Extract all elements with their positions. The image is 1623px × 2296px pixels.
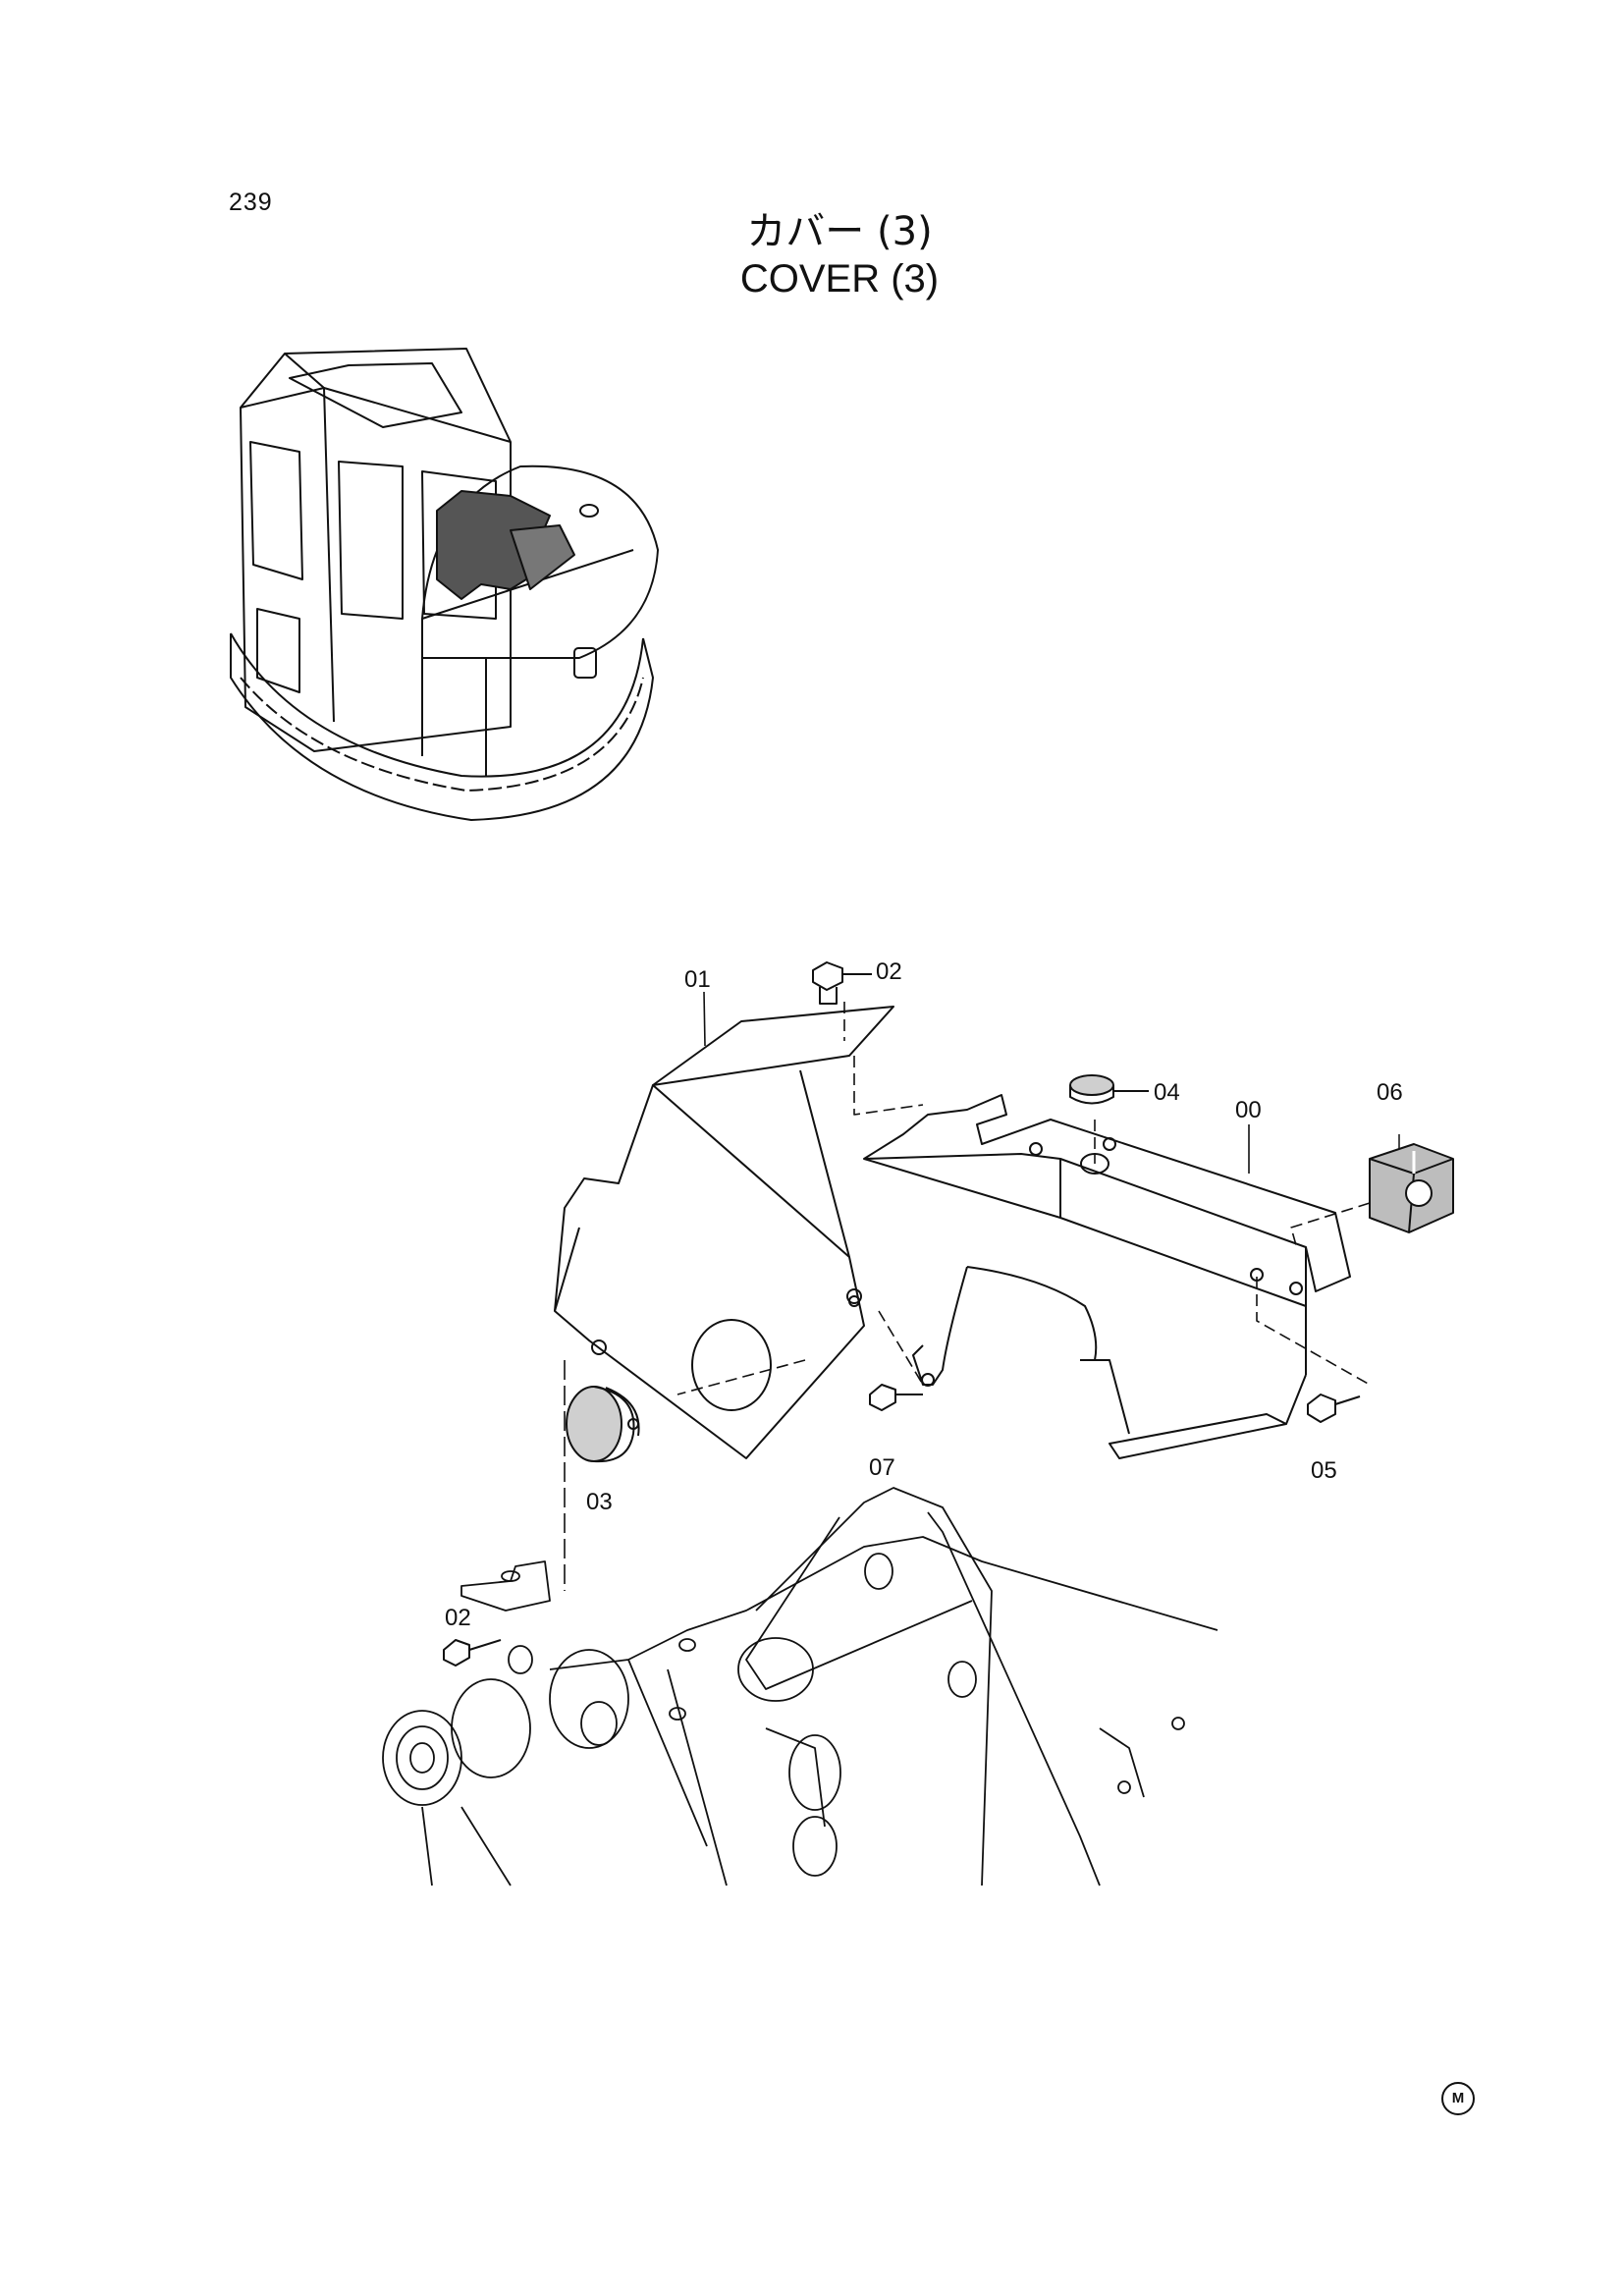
machine-overview-illustration (230, 348, 659, 821)
base-frame-machinery (382, 1487, 1218, 1886)
part-05-bolt (1307, 1394, 1361, 1423)
leader-01 (703, 991, 706, 1047)
part-00-right-cover-panel (848, 1094, 1351, 1459)
part-06-block (1369, 1134, 1454, 1233)
part-02-bolt-top (812, 961, 872, 1005)
callout-03: 03 (586, 1489, 613, 1515)
callout-04: 04 (1154, 1079, 1180, 1106)
callout-01: 01 (684, 966, 711, 993)
part-07-bolt (869, 1384, 923, 1411)
callout-06: 06 (1377, 1079, 1403, 1106)
callout-00: 00 (1235, 1097, 1262, 1123)
callout-07: 07 (869, 1454, 895, 1481)
assembly-alignment-lines (564, 1002, 1371, 1591)
page-title-japanese: カバー (3) (746, 209, 933, 254)
callout-02-top: 02 (876, 958, 902, 985)
corner-mark-circled-m: M (1441, 2082, 1475, 2115)
part-02-bolt-lower (443, 1639, 502, 1667)
page-title-english: COVER (3) (739, 257, 940, 301)
callout-02-lower: 02 (445, 1605, 471, 1631)
part-04-cap (1069, 1074, 1149, 1105)
part-01-left-cover-panel (554, 1006, 894, 1459)
part-03-grommet (566, 1386, 640, 1463)
callout-labels: 01 02 04 00 06 07 03 05 02 (445, 958, 1403, 1631)
page-number: 239 (229, 189, 273, 216)
callout-05: 05 (1311, 1457, 1337, 1484)
